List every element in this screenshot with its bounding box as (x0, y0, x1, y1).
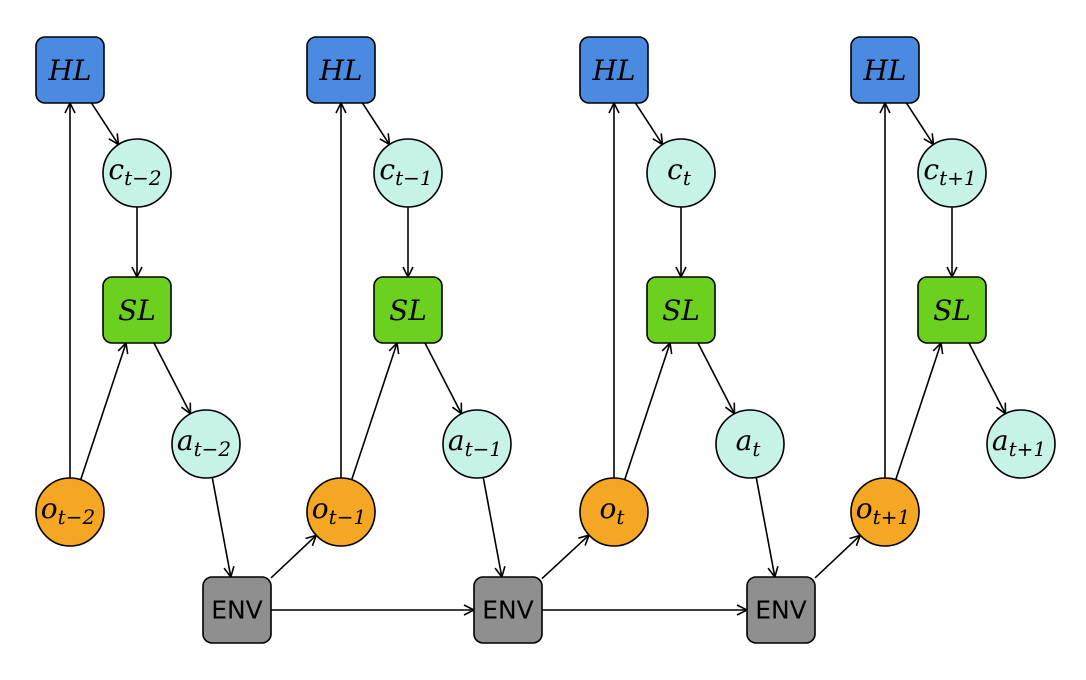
sl-node-0-shape (102, 276, 172, 344)
obs-node-0: ot−2 (35, 477, 105, 547)
sl-label: SL (933, 294, 971, 327)
sl-node-0: SL (102, 276, 172, 344)
obs-node-2-shape (579, 477, 649, 547)
env-node-1: ENV (473, 576, 543, 644)
hl-node-3-shape (850, 36, 920, 104)
a-label: at+1 (992, 424, 1046, 462)
obs-node-1-shape (306, 477, 376, 547)
hl-node-2: HL (579, 36, 649, 104)
sl-node-2: SL (646, 276, 716, 344)
obs-label: ot−2 (41, 492, 95, 530)
env-node-0-shape (202, 576, 272, 644)
c-node-2-shape (646, 138, 716, 208)
hl-node-0: HL (35, 36, 105, 104)
a-node-3: at+1 (986, 409, 1056, 479)
hl-node-0-shape (35, 36, 105, 104)
hl-label: HL (318, 54, 362, 87)
env-node-1-shape (473, 576, 543, 644)
c-node-3: ct+1 (917, 138, 987, 208)
obs-node-3: ot+1 (850, 477, 920, 547)
edge-sl-to-a-0 (153, 342, 190, 414)
edge-obs-to-sl-3 (894, 343, 941, 480)
a-node-1: at−1 (442, 409, 512, 479)
hl-node-1-shape (306, 36, 376, 104)
c-node-1-shape (373, 138, 443, 208)
edge-a-to-env-0 (211, 477, 231, 577)
hl-label: HL (47, 54, 91, 87)
edge-sl-to-a-3 (968, 342, 1005, 414)
obs-node-1: ot−1 (306, 477, 376, 547)
c-node-2: ct (646, 138, 716, 208)
a-node-3-shape (986, 409, 1056, 479)
c-label: ct−1 (379, 153, 432, 191)
sl-label: SL (118, 294, 156, 327)
sl-label: SL (389, 294, 427, 327)
a-node-0: at−2 (171, 409, 241, 479)
a-node-1-shape (442, 409, 512, 479)
env-node-2: ENV (746, 576, 816, 644)
edge-a-to-env-2 (755, 477, 775, 577)
edge-env-to-obs-2 (541, 535, 589, 580)
c-label: ct+1 (923, 153, 976, 191)
edge-env-to-obs-3 (814, 535, 860, 579)
hl-node-1: HL (306, 36, 376, 104)
hl-label: HL (862, 54, 906, 87)
edge-hl-to-c-1 (361, 102, 389, 144)
obs-node-2: ot (579, 477, 649, 547)
edge-a-to-env-1 (482, 477, 502, 577)
sl-node-2-shape (646, 276, 716, 344)
edge-obs-to-sl-0 (79, 343, 126, 480)
c-node-0: ct−2 (102, 138, 172, 208)
env-label: ENV (755, 596, 807, 625)
c-label: ct−2 (108, 153, 161, 191)
obs-node-3-shape (850, 477, 920, 547)
a-node-0-shape (171, 409, 241, 479)
env-node-2-shape (746, 576, 816, 644)
sl-label: SL (662, 294, 700, 327)
edge-env-to-obs-1 (270, 535, 316, 579)
sl-node-1-shape (373, 276, 443, 344)
edge-sl-to-a-2 (697, 342, 734, 414)
obs-label: ot−1 (312, 492, 366, 530)
sl-node-1: SL (373, 276, 443, 344)
edge-obs-to-sl-1 (350, 343, 397, 480)
edge-obs-to-sl-2 (623, 343, 670, 480)
a-label: at−2 (177, 424, 231, 462)
c-node-1: ct−1 (373, 138, 443, 208)
edge-hl-to-c-2 (634, 102, 662, 144)
hl-node-3: HL (850, 36, 920, 104)
edge-sl-to-a-1 (424, 342, 461, 414)
env-node-0: ENV (202, 576, 272, 644)
sl-node-3: SL (917, 276, 987, 344)
c-label: ct (667, 153, 692, 191)
env-label: ENV (211, 596, 263, 625)
hl-node-2-shape (579, 36, 649, 104)
edge-hl-to-c-3 (905, 102, 933, 144)
obs-label: ot (600, 492, 626, 530)
a-label: at (736, 424, 762, 462)
hl-label: HL (591, 54, 635, 87)
a-node-2-shape (715, 409, 785, 479)
a-label: at−1 (448, 424, 502, 462)
edge-hl-to-c-0 (90, 102, 118, 144)
obs-label: ot+1 (856, 492, 910, 530)
a-node-2: at (715, 409, 785, 479)
edges (70, 103, 1005, 610)
c-node-0-shape (102, 138, 172, 208)
env-label: ENV (482, 596, 534, 625)
obs-node-0-shape (35, 477, 105, 547)
c-node-3-shape (917, 138, 987, 208)
sl-node-3-shape (917, 276, 987, 344)
